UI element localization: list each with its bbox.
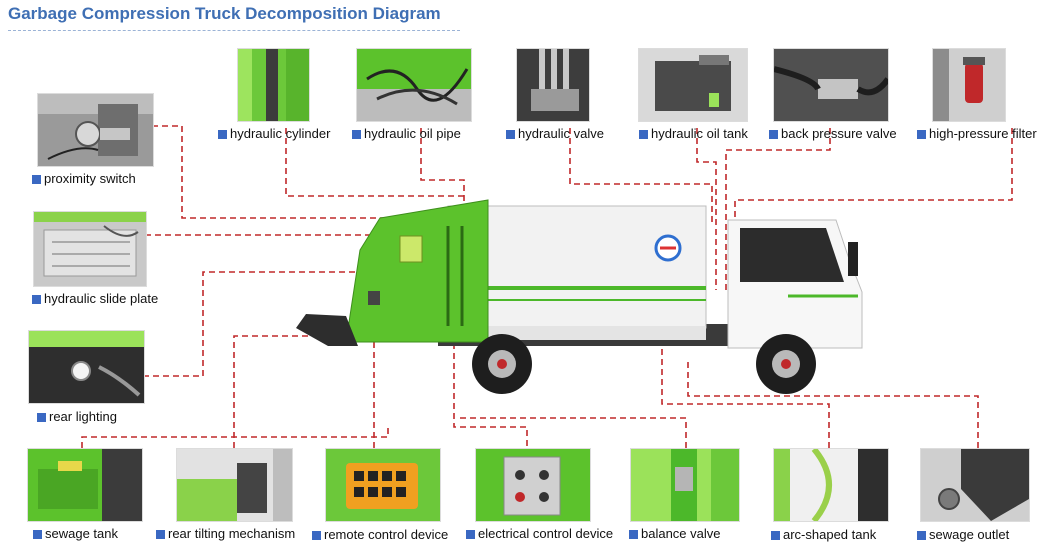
rear-tilting-mechanism-photo bbox=[176, 448, 293, 522]
leader-sewage-outlet bbox=[687, 360, 979, 448]
hydraulic-valve-label: hydraulic valve bbox=[506, 127, 604, 141]
leader-back-pressure-valve bbox=[725, 128, 831, 290]
leader-balance-valve bbox=[458, 417, 687, 448]
leader-hydraulic-cylinder bbox=[285, 128, 468, 197]
rear-tilting-mechanism-label: rear tilting mechanism bbox=[156, 527, 295, 541]
arc-shaped-tank-label: arc-shaped tank bbox=[771, 528, 876, 542]
leader-hydraulic-oil-tank bbox=[696, 128, 717, 290]
leader-proximity-switch bbox=[152, 125, 420, 219]
remote-control-device-photo bbox=[325, 448, 441, 522]
high-pressure-filter-label: high-pressure filter bbox=[917, 127, 1037, 141]
leader-rear-tilting bbox=[233, 335, 348, 448]
back-pressure-valve-photo bbox=[773, 48, 889, 122]
hydraulic-valve-photo bbox=[516, 48, 590, 122]
hydraulic-oil-pipe-photo bbox=[356, 48, 472, 122]
rear-lighting-label: rear lighting bbox=[37, 410, 117, 424]
hydraulic-slide-plate-photo bbox=[33, 211, 147, 287]
leader-arc-shaped-tank bbox=[661, 318, 830, 448]
hydraulic-oil-tank-photo bbox=[638, 48, 748, 122]
remote-control-device-label: remote control device bbox=[312, 528, 448, 542]
leader-sewage-tank bbox=[81, 426, 389, 448]
sewage-tank-label: sewage tank bbox=[33, 527, 118, 541]
rear-lighting-photo bbox=[28, 330, 145, 404]
hydraulic-oil-tank-label: hydraulic oil tank bbox=[639, 127, 748, 141]
proximity-switch-label: proximity switch bbox=[32, 172, 136, 186]
truck-illustration bbox=[288, 196, 900, 400]
hydraulic-slide-plate-label: hydraulic slide plate bbox=[32, 292, 158, 306]
hydraulic-oil-pipe-label: hydraulic oil pipe bbox=[352, 127, 461, 141]
leader-electrical-control bbox=[453, 292, 528, 446]
sewage-tank-photo bbox=[27, 448, 143, 522]
high-pressure-filter-photo bbox=[932, 48, 1006, 122]
leader-high-pressure-filter bbox=[734, 128, 1013, 298]
back-pressure-valve-label: back pressure valve bbox=[769, 127, 897, 141]
sewage-outlet-photo bbox=[920, 448, 1030, 522]
electrical-control-device-photo bbox=[475, 448, 591, 522]
balance-valve-photo bbox=[630, 448, 740, 522]
leader-hydraulic-oil-pipe bbox=[420, 128, 465, 228]
arc-shaped-tank-photo bbox=[773, 448, 889, 522]
hydraulic-cylinder-label: hydraulic cylinder bbox=[218, 127, 330, 141]
electrical-control-device-label: electrical control device bbox=[466, 527, 613, 541]
leader-rear-lighting bbox=[143, 271, 400, 377]
balance-valve-label: balance valve bbox=[629, 527, 721, 541]
proximity-switch-photo bbox=[37, 93, 154, 167]
hydraulic-cylinder-photo bbox=[237, 48, 310, 122]
sewage-outlet-label: sewage outlet bbox=[917, 528, 1009, 542]
title-underline bbox=[8, 30, 460, 31]
page-title: Garbage Compression Truck Decomposition … bbox=[8, 4, 441, 23]
